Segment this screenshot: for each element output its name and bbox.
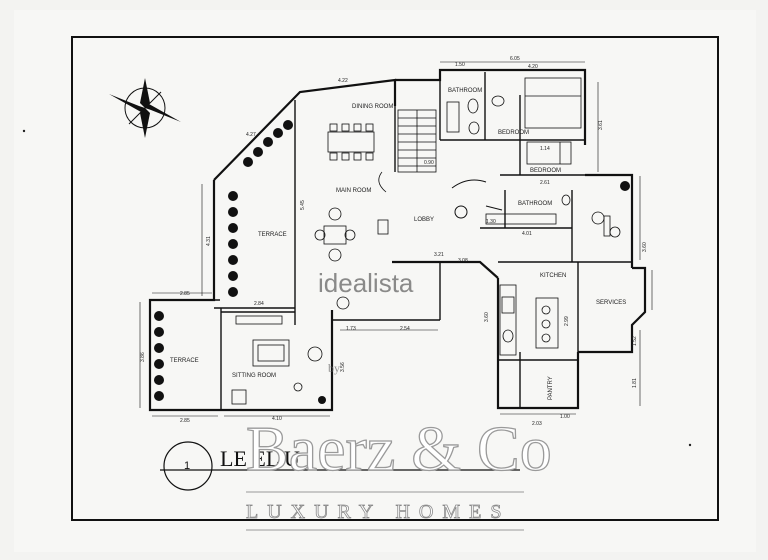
label-lobby: LOBBY: [414, 217, 434, 223]
level-number: 1: [184, 460, 190, 472]
staircase: [397, 109, 437, 173]
main-room-furniture: [314, 171, 389, 310]
kitchen-fixtures: [499, 211, 621, 356]
dim-label: 3.60: [642, 242, 648, 252]
dim-label: 1.00: [560, 414, 570, 420]
dim-label: 1.50: [455, 62, 465, 68]
dim-label: 1.30: [486, 219, 496, 225]
label-services: SERVICES: [596, 300, 626, 306]
dim-label: 3.60: [484, 312, 490, 322]
dim-label: 3.61: [598, 120, 604, 130]
sitting-room-furniture: [231, 315, 323, 405]
interior-walls: [150, 72, 632, 410]
label-bedroom-mid: BEDROOM: [530, 168, 561, 174]
dim-label: 3.56: [340, 362, 346, 372]
dining-table: [327, 123, 375, 161]
speck: [688, 443, 692, 447]
idealista-watermark: idealista: [318, 268, 414, 298]
label-bathroom-mid: BATHROOM: [518, 201, 552, 207]
dim-label: 3.08: [458, 258, 468, 264]
compass-rose-icon: [109, 78, 181, 138]
dim-label: 5.45: [300, 200, 306, 210]
dim-label: 4.31: [206, 236, 212, 246]
dim-label: 4.27: [246, 132, 256, 138]
watermark-by: by: [328, 361, 340, 375]
level-marker: [163, 441, 213, 491]
dim-label: 1.81: [632, 378, 638, 388]
label-sitting-room: SITTING ROOM: [232, 373, 276, 379]
fixtures-top: [446, 77, 582, 165]
paper-sheet: [14, 10, 756, 552]
label-bathroom-top: BATHROOM: [448, 88, 482, 94]
dim-label: 2.85: [180, 291, 190, 297]
dimension-lines: [139, 61, 653, 417]
label-pantry: PANTRY: [548, 376, 554, 400]
brand-tagline: LUXURY HOMES: [246, 501, 511, 523]
speck: [22, 129, 26, 133]
plants: [154, 120, 630, 404]
exterior-walls: [148, 68, 647, 412]
dim-label: 2.61: [540, 180, 550, 186]
dim-label: 0.90: [424, 160, 434, 166]
label-kitchen: KITCHEN: [540, 273, 566, 279]
dim-label: 6.05: [510, 56, 520, 62]
label-terrace-left: TERRACE: [170, 358, 199, 364]
dim-label: 4.22: [338, 78, 348, 84]
dim-label: 2.84: [254, 301, 264, 307]
level-title: LE EL U: [220, 446, 300, 471]
lobby-curve: [451, 179, 503, 219]
dim-label: 3.21: [434, 252, 444, 258]
dim-label: 1.73: [346, 326, 356, 332]
dim-label: 4.10: [272, 416, 282, 422]
label-terrace-upper: TERRACE: [258, 232, 287, 238]
dim-label: 2.85: [180, 418, 190, 424]
dim-label: 2.99: [564, 316, 570, 326]
dim-label: 2.03: [532, 421, 542, 427]
dim-label: 4.20: [528, 64, 538, 70]
dim-label: 4.01: [522, 231, 532, 237]
dim-label: 2.54: [400, 326, 410, 332]
label-main-room: MAIN ROOM: [336, 188, 371, 194]
brand-watermark: Baerz & Co: [246, 413, 552, 484]
drawing-frame: [71, 36, 719, 521]
dim-label: 1.52: [632, 336, 638, 346]
bathroom-mid-fixtures: [485, 194, 571, 225]
dim-label: 1.14: [540, 146, 550, 152]
dim-label: 3.86: [140, 352, 146, 362]
label-dining-room: DINING ROOM: [352, 104, 393, 110]
label-bedroom-top: BEDROOM: [498, 130, 529, 136]
